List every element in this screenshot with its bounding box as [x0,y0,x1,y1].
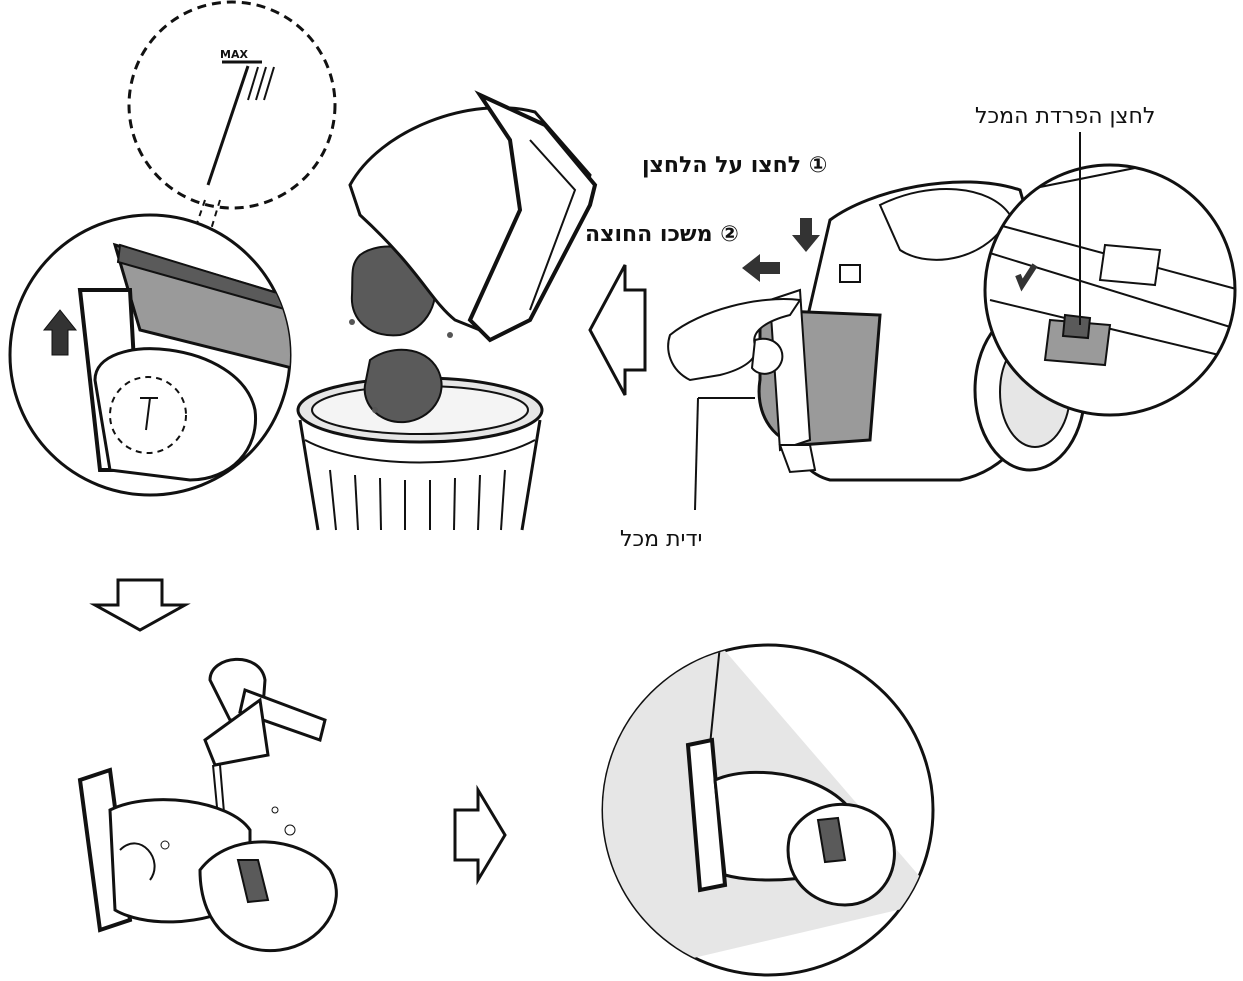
step1-label: ① לחצו על הלחצן [642,153,828,178]
arrow-up-icon [42,309,78,356]
washing-bin [77,657,338,953]
bin-open-zoom [8,213,292,497]
step2-label: ② משכו החוצה [585,222,739,247]
bin-lid-open [348,90,598,343]
max-line-zoom: MAX [127,0,337,381]
max-mark-label: MAX [220,48,248,61]
drying-bin-zoom [601,643,935,977]
release-button-zoom [983,132,1237,417]
bin-handle-label: ידית מכל [620,527,703,552]
arrow-down-icon [792,218,820,252]
arrow-left-icon [588,264,647,396]
arrow-down-icon [89,578,191,632]
release-button-label: לחצן הפרדת המכל [975,104,1156,129]
trash-can [296,245,544,531]
arrow-right-icon [453,784,507,886]
